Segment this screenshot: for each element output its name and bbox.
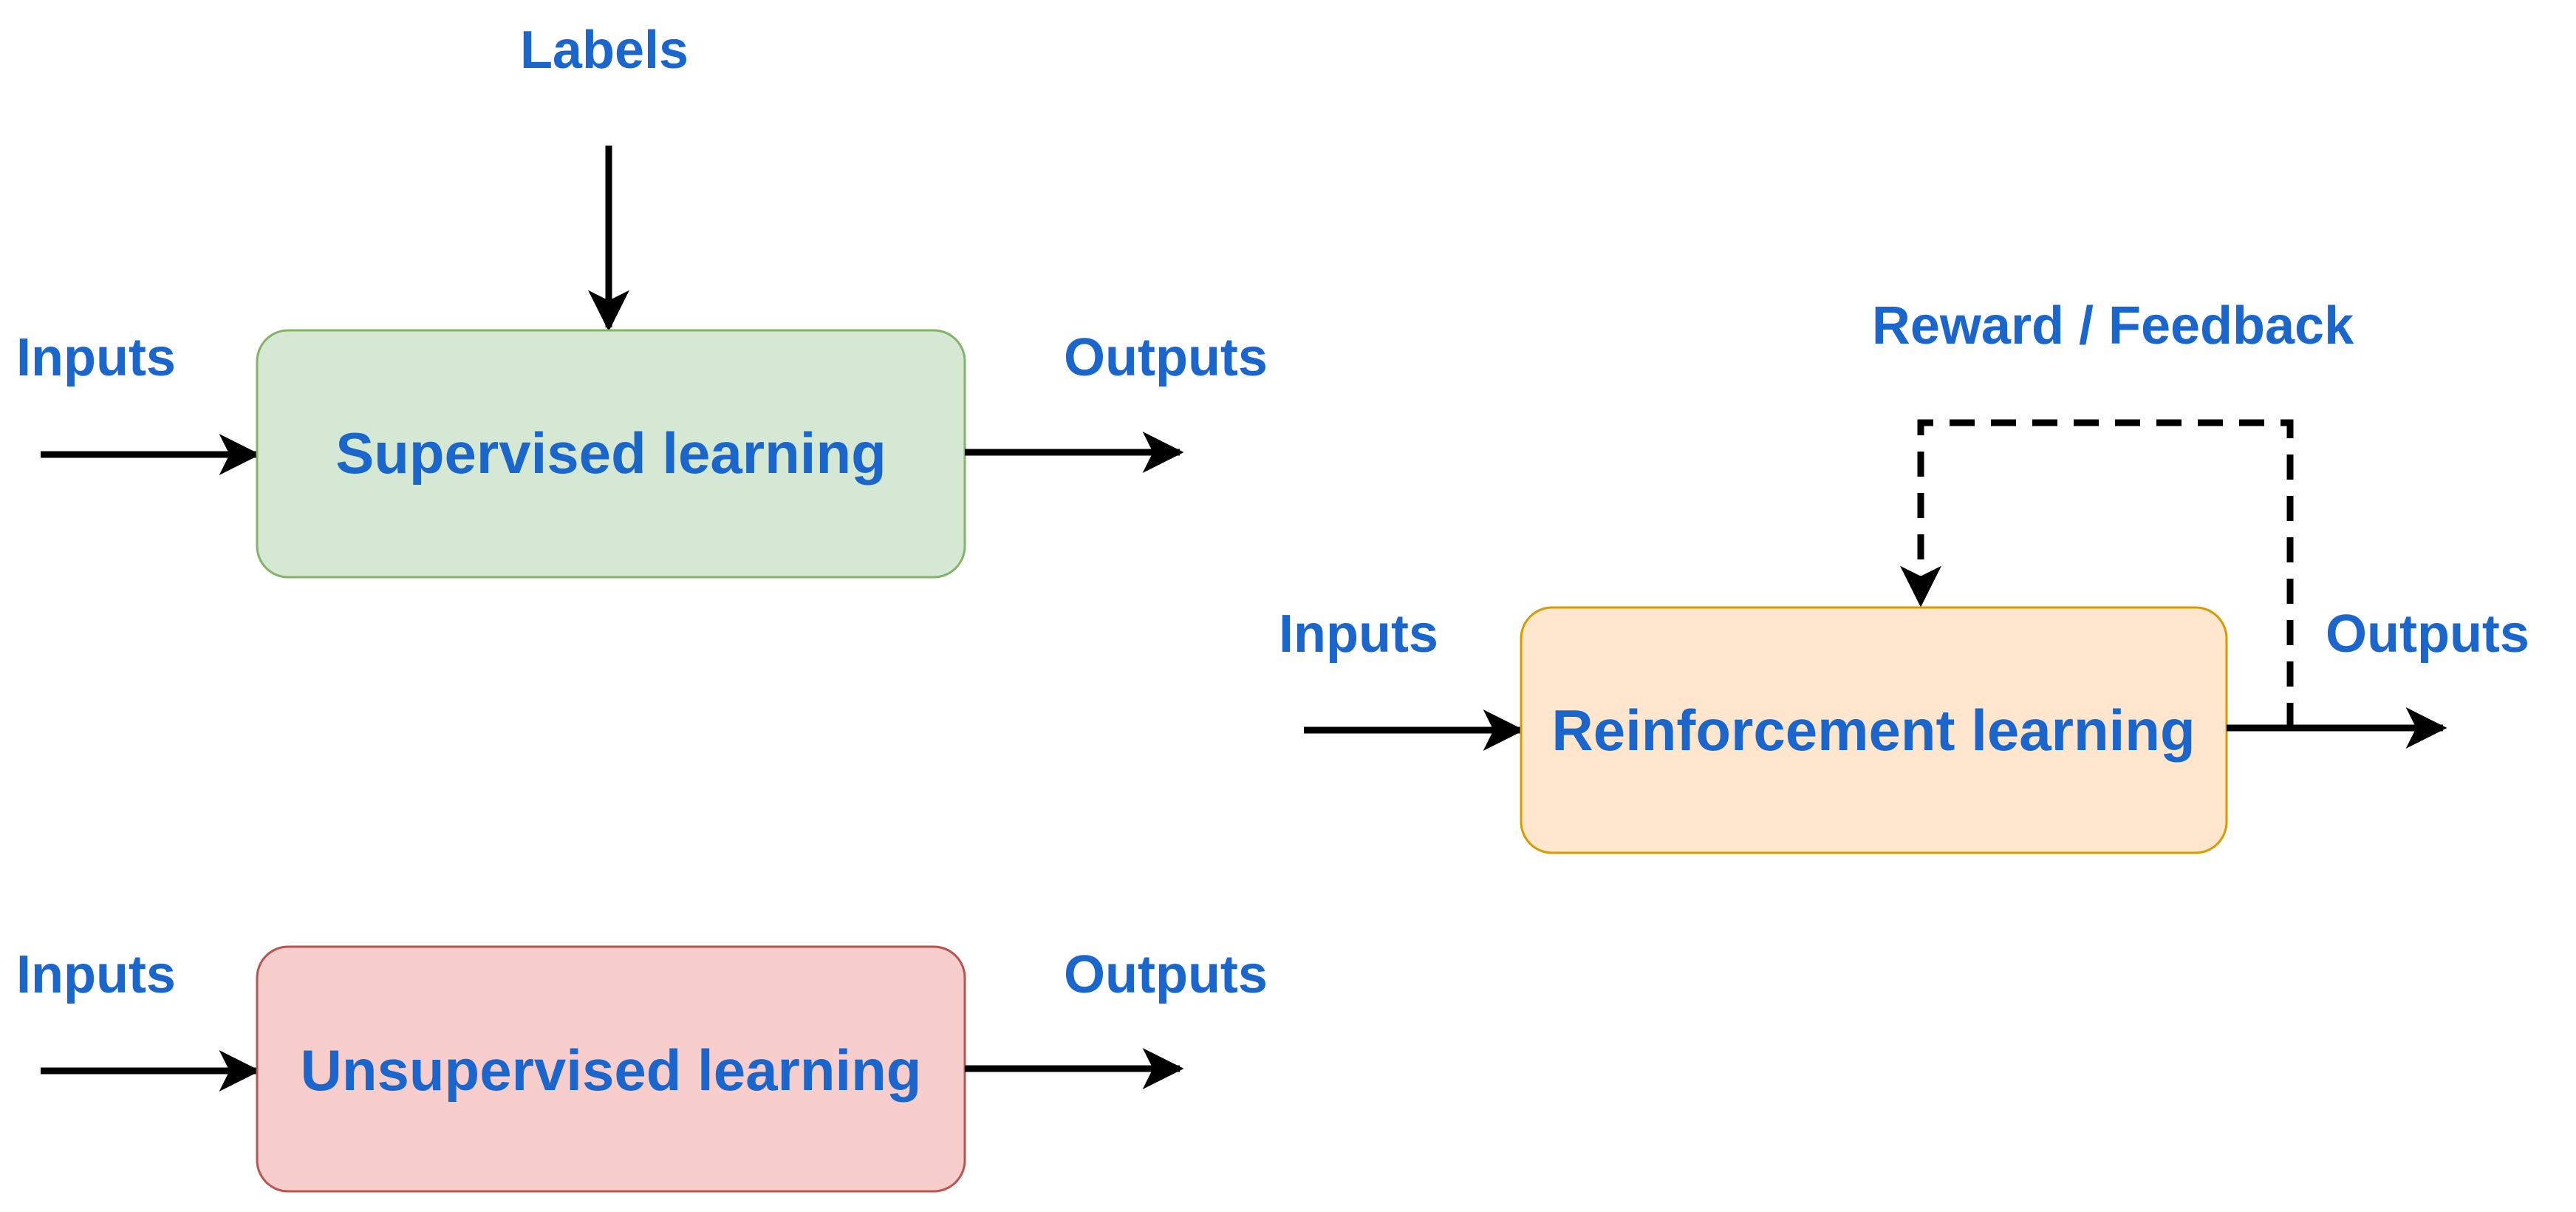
reinforcement-learning-title: Reinforcement learning <box>1551 698 2195 763</box>
unsupervised-group: Inputs Unsupervised learning Outputs <box>16 945 1268 1193</box>
supervised-inputs-label: Inputs <box>16 328 176 387</box>
supervised-labels-label: Labels <box>520 21 689 80</box>
unsupervised-inputs-label: Inputs <box>16 945 176 1004</box>
unsupervised-learning-title: Unsupervised learning <box>301 1038 922 1103</box>
reinforcement-inputs-label: Inputs <box>1279 605 1438 664</box>
reinforcement-group: Reward / Feedback Inputs Reinforcement l… <box>1279 296 2529 854</box>
reinforcement-outputs-label: Outputs <box>2326 605 2529 664</box>
unsupervised-outputs-label: Outputs <box>1064 945 1268 1004</box>
supervised-outputs-label: Outputs <box>1064 328 1268 387</box>
reinforcement-feedback-label: Reward / Feedback <box>1872 296 2354 355</box>
supervised-learning-title: Supervised learning <box>335 421 886 486</box>
supervised-group: Labels Inputs Supervised learning Output… <box>16 21 1268 579</box>
reinforcement-feedback-loop <box>1900 419 2294 728</box>
